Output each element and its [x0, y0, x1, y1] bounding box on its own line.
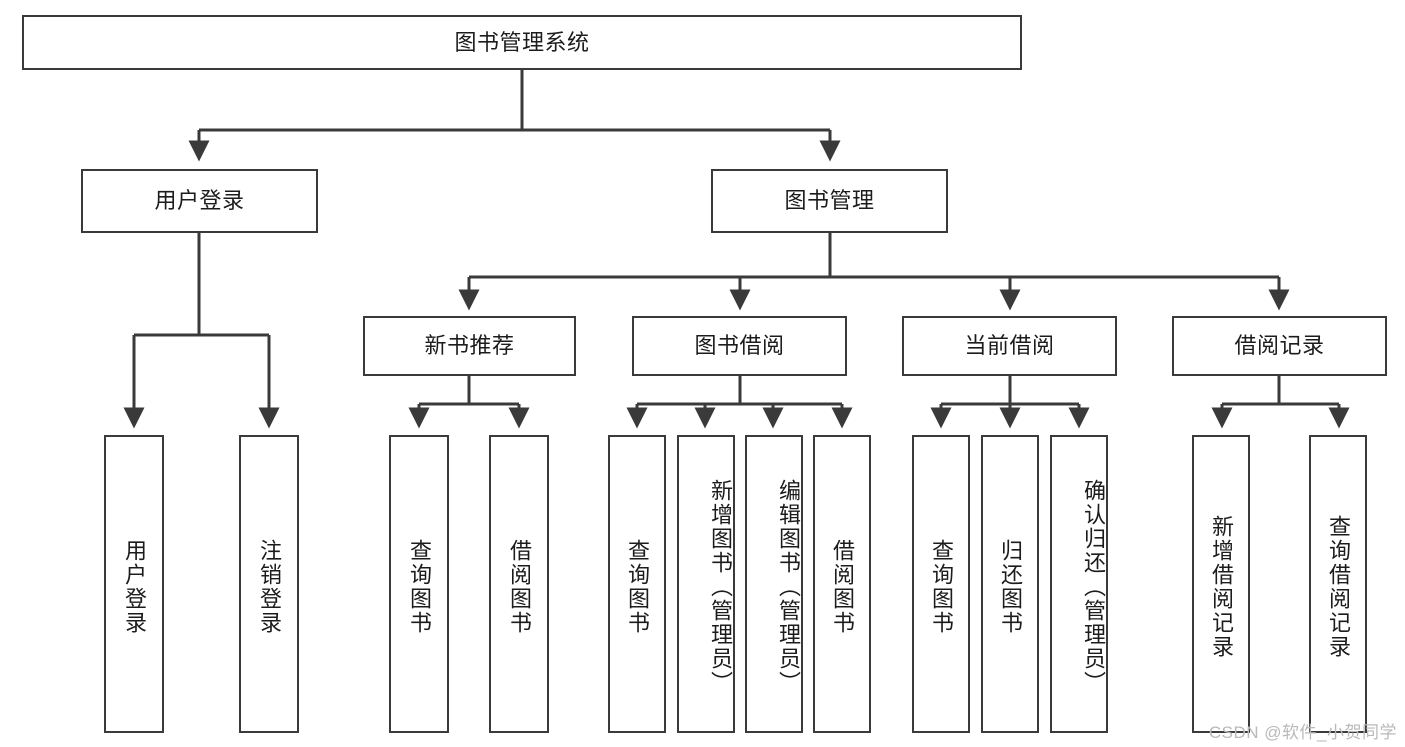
leaf-borrow-borrow-book[interactable]: 借阅图书	[813, 435, 871, 733]
leaf-borrow-borrow-book-label: 借阅图书	[829, 539, 855, 635]
leaf-current-query-book-label: 查询图书	[928, 539, 954, 635]
node-book-management[interactable]: 图书管理	[711, 169, 948, 233]
leaf-user-login-logout-label: 注销登录	[256, 539, 282, 635]
leaf-record-query-record-label: 查询借阅记录	[1325, 515, 1351, 659]
node-new-book-recommend-label: 新书推荐	[424, 333, 515, 359]
leaf-borrow-edit-book[interactable]: 编辑图书（管理员）	[745, 435, 803, 733]
node-user-login[interactable]: 用户登录	[81, 169, 318, 233]
leaf-record-add-record-label: 新增借阅记录	[1208, 515, 1234, 659]
leaf-current-confirm-return-label: 确认归还（管理员）	[1081, 479, 1106, 695]
leaf-recommend-borrow-book-label: 借阅图书	[506, 539, 532, 635]
node-root[interactable]: 图书管理系统	[22, 15, 1022, 70]
leaf-current-return-book[interactable]: 归还图书	[981, 435, 1039, 733]
node-current-borrow-label: 当前借阅	[964, 333, 1055, 359]
node-root-label: 图书管理系统	[454, 29, 590, 55]
node-book-management-label: 图书管理	[784, 188, 875, 214]
node-book-borrow-label: 图书借阅	[694, 333, 785, 359]
leaf-current-return-book-label: 归还图书	[997, 539, 1023, 635]
leaf-user-login-login-label: 用户登录	[121, 539, 147, 635]
node-book-borrow[interactable]: 图书借阅	[632, 316, 847, 376]
node-new-book-recommend[interactable]: 新书推荐	[363, 316, 576, 376]
leaf-borrow-query-book[interactable]: 查询图书	[608, 435, 666, 733]
leaf-borrow-edit-book-label: 编辑图书（管理员）	[776, 479, 801, 695]
node-borrow-record-label: 借阅记录	[1234, 333, 1325, 359]
leaf-borrow-add-book[interactable]: 新增图书（管理员）	[677, 435, 735, 733]
leaf-recommend-borrow-book[interactable]: 借阅图书	[489, 435, 549, 733]
leaf-recommend-query-book-label: 查询图书	[406, 539, 432, 635]
node-borrow-record[interactable]: 借阅记录	[1172, 316, 1387, 376]
leaf-current-confirm-return[interactable]: 确认归还（管理员）	[1050, 435, 1108, 733]
node-user-login-label: 用户登录	[154, 188, 245, 214]
node-current-borrow[interactable]: 当前借阅	[902, 316, 1117, 376]
leaf-user-login-login[interactable]: 用户登录	[104, 435, 164, 733]
leaf-record-add-record[interactable]: 新增借阅记录	[1192, 435, 1250, 733]
leaf-recommend-query-book[interactable]: 查询图书	[389, 435, 449, 733]
leaf-user-login-logout[interactable]: 注销登录	[239, 435, 299, 733]
leaf-borrow-query-book-label: 查询图书	[624, 539, 650, 635]
leaf-borrow-add-book-label: 新增图书（管理员）	[708, 479, 733, 695]
leaf-current-query-book[interactable]: 查询图书	[912, 435, 970, 733]
leaf-record-query-record[interactable]: 查询借阅记录	[1309, 435, 1367, 733]
